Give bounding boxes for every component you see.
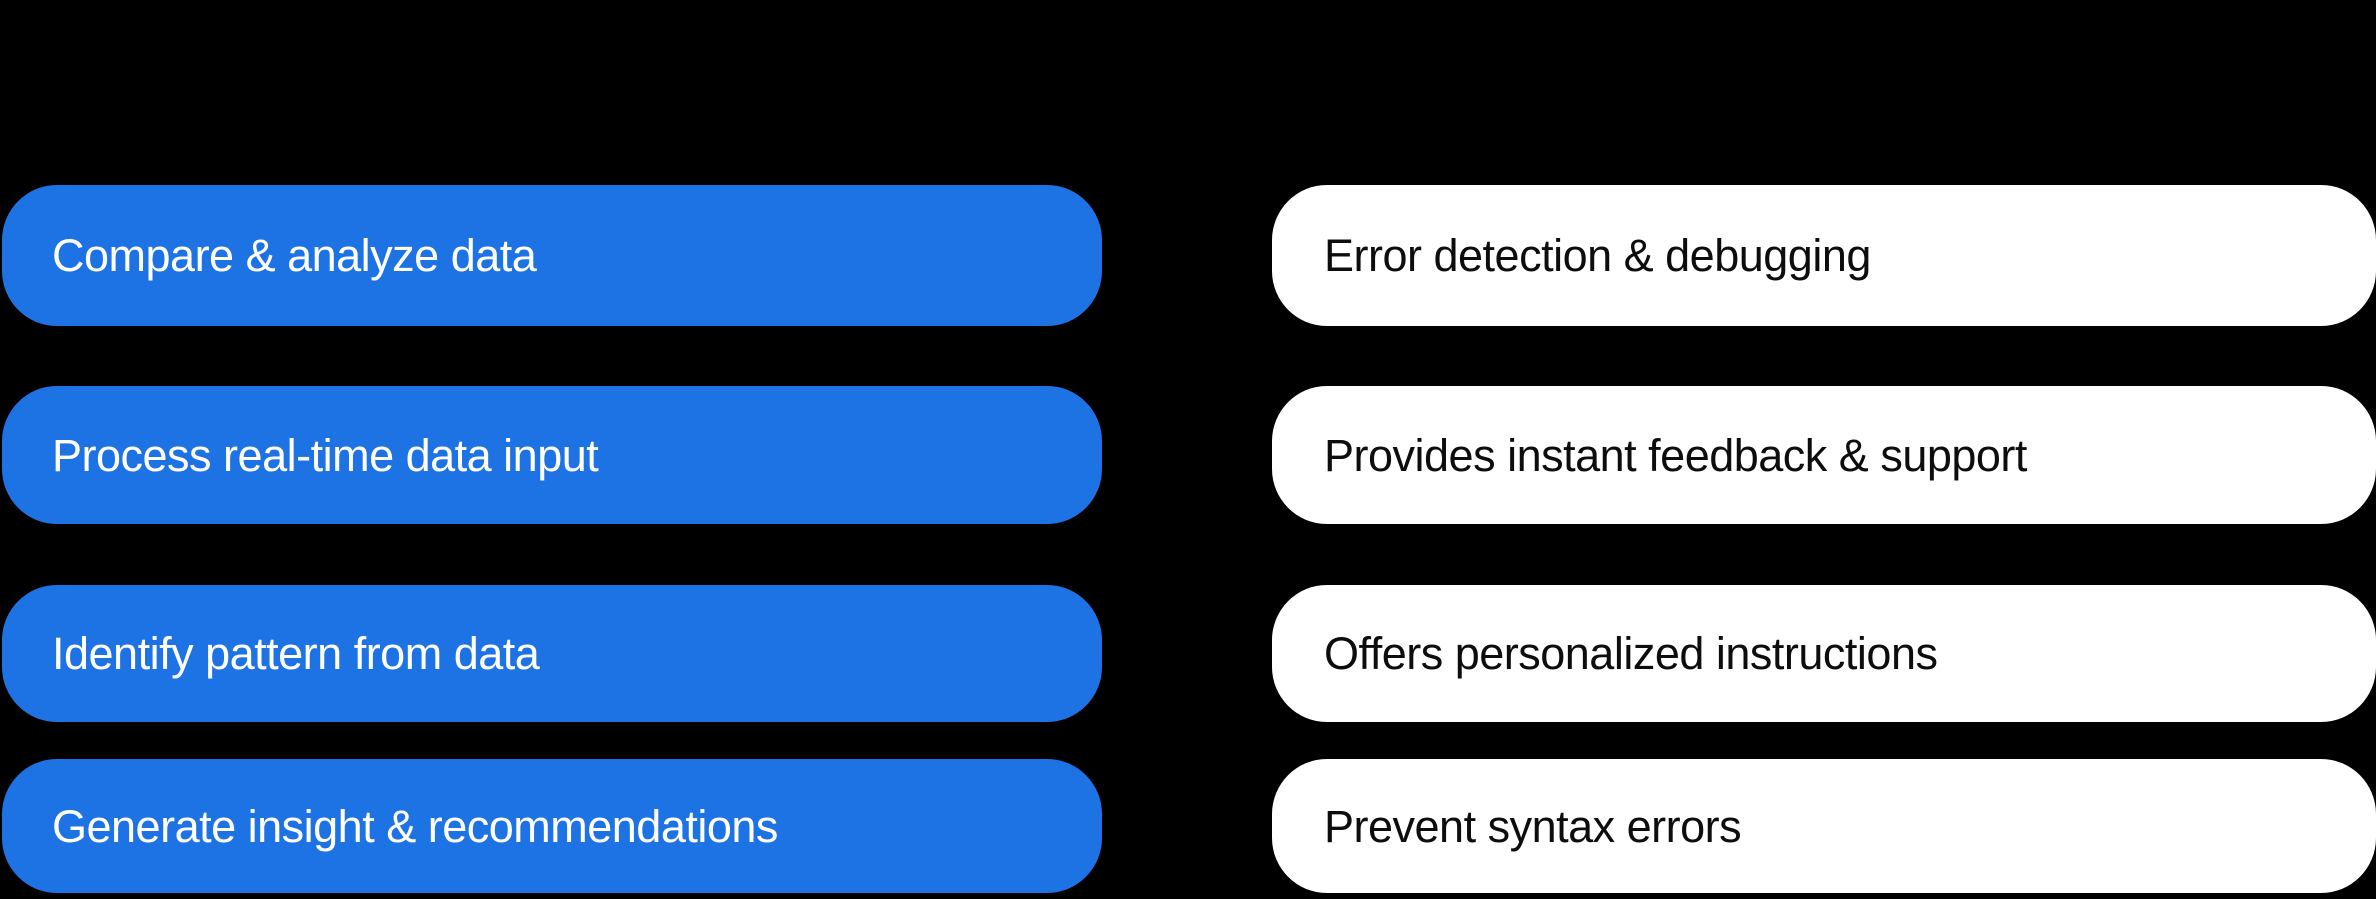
pill-label: Provides instant feedback & support <box>1324 429 2027 481</box>
left-pill-identify-pattern: Identify pattern from data <box>2 585 1102 722</box>
pill-label: Process real-time data input <box>52 429 599 481</box>
pill-label: Generate insight & recommendations <box>52 800 778 852</box>
left-pill-process-realtime: Process real-time data input <box>2 386 1102 524</box>
pill-label: Identify pattern from data <box>52 628 540 679</box>
right-pill-instant-feedback: Provides instant feedback & support <box>1272 386 2376 524</box>
pill-label: Offers personalized instructions <box>1324 628 1938 679</box>
pill-label: Prevent syntax errors <box>1324 800 1742 852</box>
right-pill-personalized-instructions: Offers personalized instructions <box>1272 585 2376 722</box>
pill-label: Error detection & debugging <box>1324 230 1871 281</box>
right-pill-error-detection: Error detection & debugging <box>1272 185 2376 326</box>
pill-label: Compare & analyze data <box>52 230 537 281</box>
left-pill-compare-analyze: Compare & analyze data <box>2 185 1102 326</box>
left-pill-generate-insight: Generate insight & recommendations <box>2 759 1102 893</box>
right-pill-prevent-syntax-errors: Prevent syntax errors <box>1272 759 2376 893</box>
